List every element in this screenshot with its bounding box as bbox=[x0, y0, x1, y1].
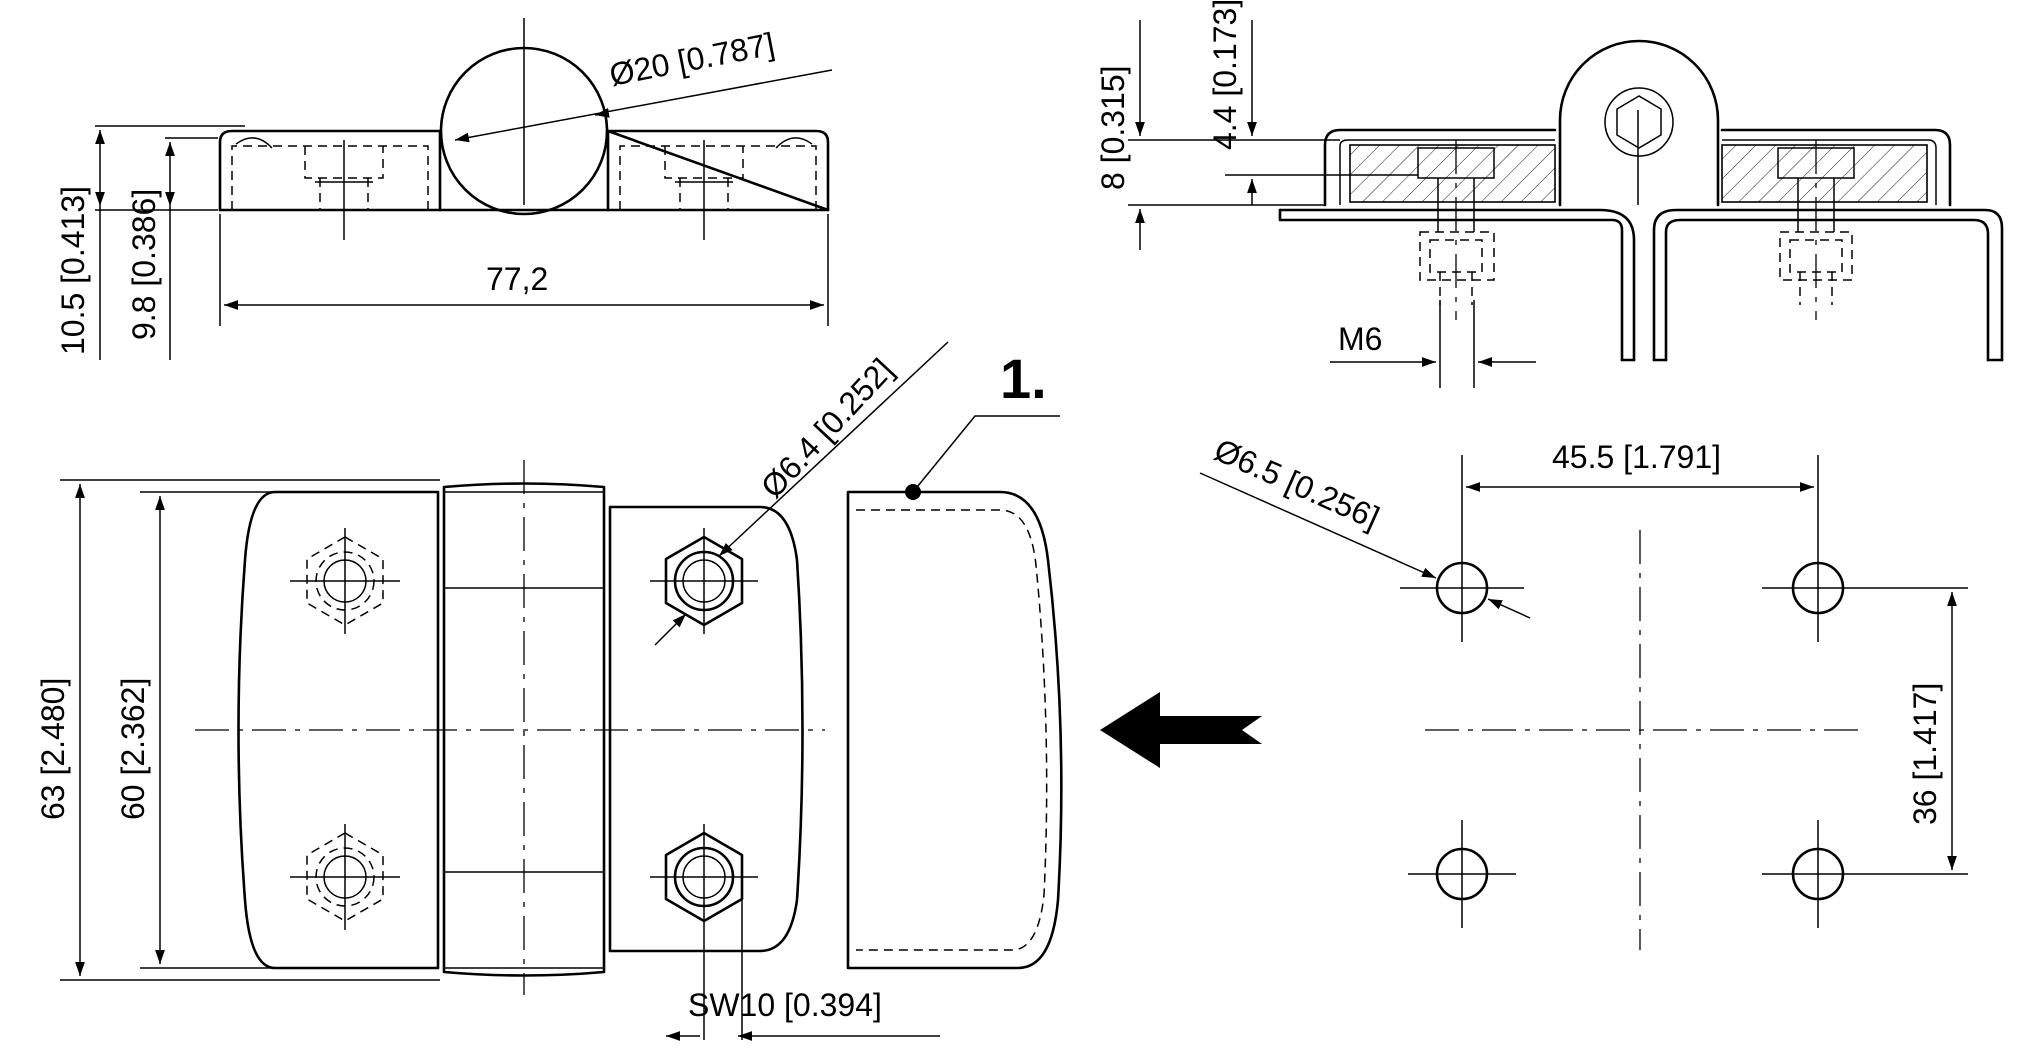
section-view: M6 8 [0.315] 4.4 [0.173] bbox=[1095, 0, 2004, 388]
callout-number: 1. bbox=[1000, 347, 1047, 410]
thread-m6-label: M6 bbox=[1338, 321, 1382, 357]
height-10-5-label: 10.5 [0.413] bbox=[55, 186, 91, 355]
pattern-width-label: 45.5 [1.791] bbox=[1552, 439, 1721, 475]
hidden-nut-bottom-left bbox=[290, 824, 400, 930]
cover-cap: 1. bbox=[846, 347, 1063, 970]
screw-hidden-right bbox=[664, 140, 744, 240]
wrench-size-label: SW10 [0.394] bbox=[688, 987, 882, 1023]
diameter-20-label: Ø20 [0.787] bbox=[606, 26, 777, 93]
pattern-hole-top-left bbox=[1400, 455, 1524, 642]
screw-hidden-left bbox=[304, 140, 384, 240]
pattern-hole-bottom-left bbox=[1408, 820, 1516, 928]
section-screw-left bbox=[1417, 140, 1495, 320]
section-screw-right bbox=[1777, 140, 1855, 320]
height-63-label: 63 [2.480] bbox=[35, 678, 71, 820]
front-view: Ø6.4 [0.252] 63 [2.480] 60 [2.362] SW10 … bbox=[35, 341, 949, 1041]
pattern-hole-top-right bbox=[1762, 455, 1968, 642]
top-view: Ø20 [0.787] 10.5 [0.413] 9.8 [0.386] 77,… bbox=[55, 18, 833, 360]
height-60-label: 60 [2.362] bbox=[115, 678, 151, 820]
pattern-hole-bottom-right bbox=[1762, 820, 1968, 928]
height-8-label: 8 [0.315] bbox=[1095, 65, 1131, 190]
hidden-nut-top-left bbox=[290, 528, 400, 634]
nut-top-right bbox=[650, 528, 758, 634]
height-9-8-label: 9.8 [0.386] bbox=[126, 189, 162, 340]
pattern-hole-diameter-label: Ø6.5 [0.256] bbox=[1209, 432, 1385, 537]
height-4-4-label: 4.4 [0.173] bbox=[1207, 0, 1243, 150]
width-77-2-label: 77,2 bbox=[486, 261, 548, 297]
hole-pattern: 45.5 [1.791] 36 [1.417] Ø6.5 [0.256] bbox=[1199, 432, 1968, 950]
pattern-height-label: 36 [1.417] bbox=[1907, 683, 1943, 825]
nut-bottom-right bbox=[650, 824, 758, 1040]
hole-diameter-6-4-label: Ø6.4 [0.252] bbox=[754, 351, 900, 504]
direction-arrow-icon bbox=[1100, 692, 1262, 768]
